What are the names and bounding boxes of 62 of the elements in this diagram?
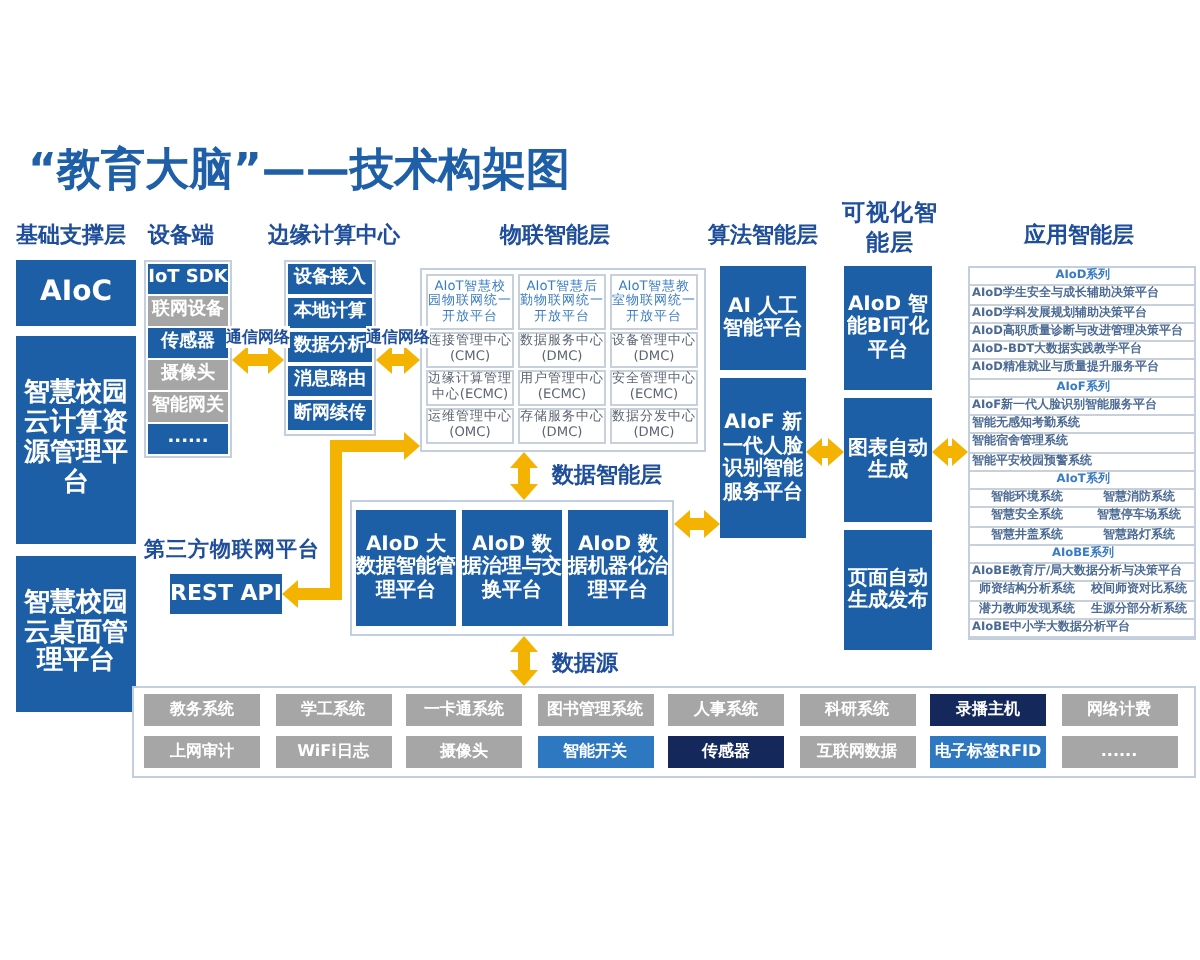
source-box: 学工系统 <box>275 694 391 726</box>
source-box: 录播主机 <box>930 694 1046 726</box>
platform-box: AIoD 数据机器化治理平台 <box>568 510 668 626</box>
double-arrow <box>674 510 720 538</box>
device-box: 联网设备 <box>148 296 228 326</box>
device-box: 智能网关 <box>148 392 228 422</box>
source-box: 电子标签RFID <box>930 736 1046 768</box>
table-frame <box>968 266 1196 640</box>
edge-label: 通信网络 <box>366 326 430 348</box>
source-box: 科研系统 <box>799 694 915 726</box>
function-box: 断网续传 <box>288 400 372 430</box>
panel-frame <box>350 500 674 636</box>
source-box: 人事系统 <box>668 694 784 726</box>
platform-box: 智慧校园云计算资源管理平台 <box>16 336 136 544</box>
platform-box: 图表自动生成 <box>844 398 932 522</box>
layer-heading: 数据智能层 <box>552 460 664 490</box>
edge-label: 通信网络 <box>226 326 290 348</box>
source-box: 一卡通系统 <box>406 694 522 726</box>
double-arrow <box>510 636 538 686</box>
layer-heading: 数据源 <box>552 648 620 678</box>
layer-heading: 应用智能层 <box>1024 220 1136 250</box>
layer-heading: 设备端 <box>148 220 216 250</box>
source-box: 图书管理系统 <box>537 694 653 726</box>
api-box: REST API <box>170 574 282 614</box>
device-box: 摄像头 <box>148 360 228 390</box>
source-box: WiFi日志 <box>275 736 391 768</box>
source-box: 传感器 <box>668 736 784 768</box>
platform-box: 智慧校园云桌面管理平台 <box>16 556 136 712</box>
source-box: 智能开关 <box>537 736 653 768</box>
platform-box: AIoD 大数据智能管理平台 <box>356 510 456 626</box>
function-box: 消息路由 <box>288 366 372 396</box>
double-arrow <box>282 432 420 608</box>
platform-box: AIoD 数据治理与交换平台 <box>462 510 562 626</box>
layer-heading: 物联智能层 <box>500 220 612 250</box>
layer-heading: 边缘计算中心 <box>268 220 402 250</box>
layer-heading: 算法智能层 <box>708 220 820 250</box>
function-box: 本地计算 <box>288 298 372 328</box>
layer-heading: 基础支撑层 <box>16 220 128 250</box>
platform-box: AIoC <box>16 260 136 326</box>
device-box: IoT SDK <box>148 264 228 294</box>
function-box: 设备接入 <box>288 264 372 294</box>
layer-heading: 第三方物联网平台 <box>144 536 322 564</box>
double-arrow <box>932 438 968 466</box>
platform-box: 页面自动生成发布 <box>844 530 932 650</box>
device-box: 传感器 <box>148 328 228 358</box>
source-box: 网络计费 <box>1061 694 1177 726</box>
source-box: ...... <box>1061 736 1177 768</box>
title: “教育大脑”——技术构架图 <box>28 143 570 200</box>
platform-box: AI 人工智能平台 <box>720 266 806 370</box>
platform-box: AIoD 智能BI可化平台 <box>844 266 932 390</box>
source-box: 摄像头 <box>406 736 522 768</box>
source-box: 互联网数据 <box>799 736 915 768</box>
double-arrow <box>376 346 420 374</box>
double-arrow <box>806 438 844 466</box>
panel-frame <box>132 686 1196 778</box>
source-box: 上网审计 <box>144 736 260 768</box>
layer-heading: 可视化智能层 <box>840 198 940 258</box>
double-arrow <box>510 452 538 500</box>
platform-box: AIoF 新一代人脸识别智能服务平台 <box>720 378 806 538</box>
source-box: 教务系统 <box>144 694 260 726</box>
device-box: ...... <box>148 424 228 454</box>
double-arrow <box>232 346 284 374</box>
